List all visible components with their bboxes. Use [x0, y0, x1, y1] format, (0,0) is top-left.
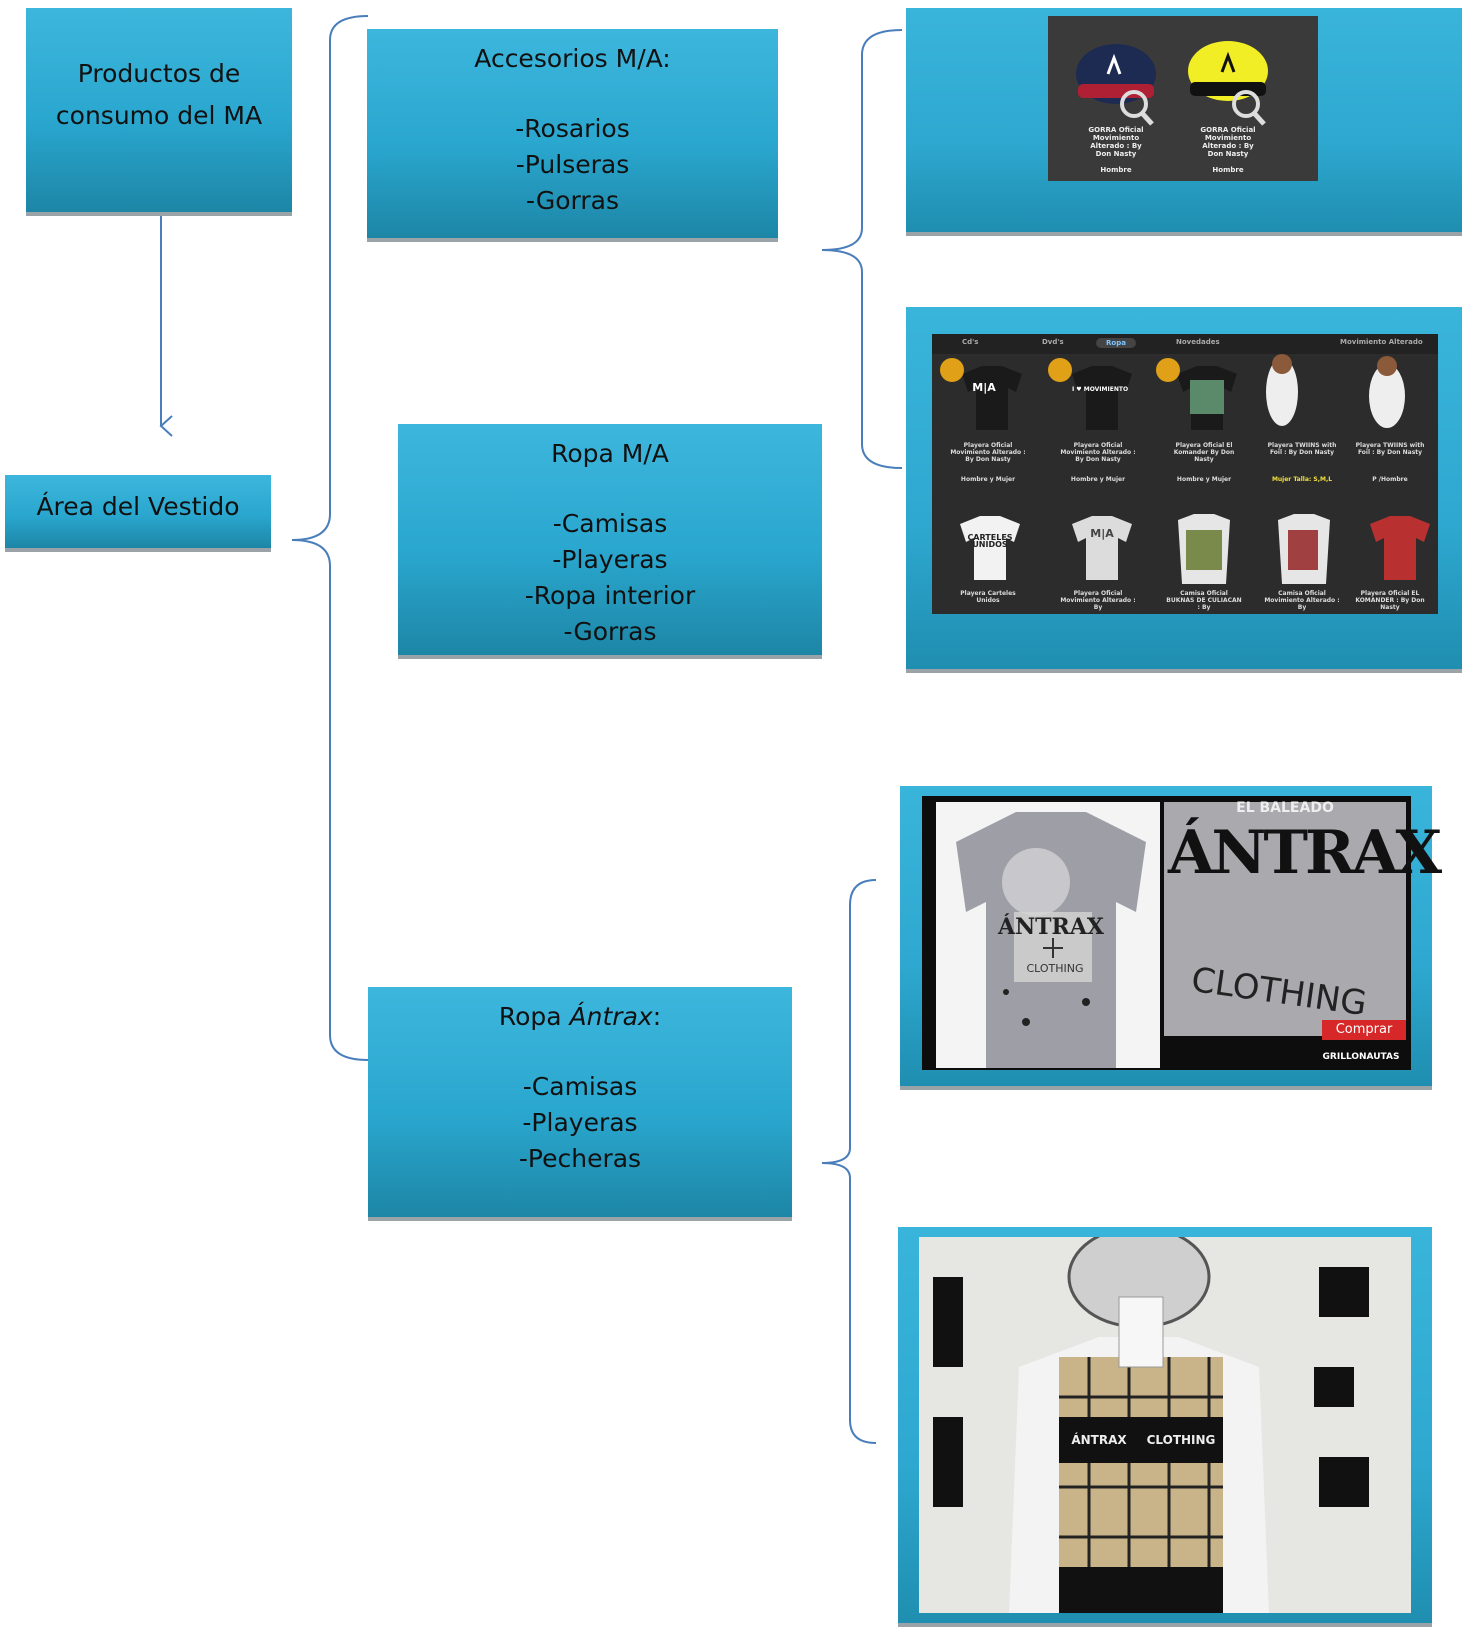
antrax-shirt-sub: CLOTHING: [1026, 962, 1084, 975]
ropa-ma-item: -Camisas: [552, 509, 668, 538]
ropa-ma-title: Ropa M/A: [551, 439, 669, 468]
shop-tab-active: Ropa: [1096, 338, 1136, 348]
shirt-sub: Hombre y Mujer: [960, 476, 1016, 483]
shirt-sub: P /Hombre: [1372, 476, 1408, 483]
bracket-main: [291, 15, 369, 1061]
antrax-shirt-zoom: EL BALEADO ÁNTRAX CLOTHING: [1164, 800, 1442, 1036]
shop-tabbar: Cd's Dvd's Ropa Novedades Movimiento Alt…: [932, 334, 1438, 354]
shirt-caption: Playera Oficial Movimiento Alterado : By…: [950, 442, 1026, 463]
antrax-zoom-header: EL BALEADO: [1236, 800, 1334, 816]
photo-frame-ropa-ma: Cd's Dvd's Ropa Novedades Movimiento Alt…: [906, 307, 1462, 673]
shirt-sub: Mujer Talla: S,M,L: [1271, 476, 1333, 483]
shop-tab: Cd's: [962, 338, 979, 346]
shop-tab: Movimiento Alterado: [1340, 338, 1423, 346]
cap-caption: GORRA Oficial Movimiento Alterado : By D…: [1200, 126, 1256, 158]
accesorios-item: -Gorras: [525, 186, 620, 215]
shirt-sub: Hombre y Mujer: [1176, 476, 1232, 483]
ropa-antrax-title: Ropa Ántrax:: [368, 999, 792, 1035]
bracket-antrax: [821, 879, 877, 1444]
shirt-caption: Playera Oficial El Komander By Don Nasty: [1173, 442, 1235, 463]
shop-tab: Dvd's: [1042, 338, 1064, 346]
ropa-antrax-item: -Playeras: [522, 1108, 638, 1137]
cap-footer: Hombre: [1212, 166, 1244, 174]
shirt-print: M|A: [972, 381, 996, 394]
vest-brand-right: CLOTHING: [1146, 1433, 1216, 1447]
shirt-print: M|A: [1090, 527, 1114, 540]
shirt-caption: Camisa Oficial BUKNAS DE CULIACAN : By: [1166, 590, 1242, 611]
box-accesorios: Accesorios M/A: -Rosarios -Pulseras -Gor…: [367, 29, 778, 242]
ropa-antrax-item: -Pecheras: [518, 1144, 642, 1173]
grillonautas-watermark: GRILLONAUTAS: [1322, 1052, 1400, 1062]
vest-brand-left: ÁNTRAX: [1071, 1433, 1127, 1447]
productos-line1: Productos de: [77, 59, 241, 88]
photo-frame-gorras: GORRA Oficial Movimiento Alterado : By D…: [906, 8, 1462, 236]
box-ropa-antrax: Ropa Ántrax: -Camisas -Playeras -Pechera…: [368, 987, 792, 1221]
shirt-caption: Playera Oficial Movimiento Alterado : By…: [1060, 442, 1136, 463]
shirt-caption: Playera Carteles Unidos: [960, 590, 1016, 604]
antrax-zoom-brand: ÁNTRAX: [1168, 818, 1442, 888]
shop-tab: Novedades: [1176, 338, 1220, 346]
accesorios-item: -Rosarios: [515, 114, 630, 143]
shirt-caption: Playera TWIINS with Foil : By Don Nasty: [1355, 442, 1425, 456]
shirt-caption: Playera Oficial EL KOMANDER : By Don Nas…: [1355, 590, 1425, 611]
photo-frame-antrax-vest: ÁNTRAX CLOTHING: [898, 1227, 1432, 1627]
antrax-shirt-brand: ÁNTRAX: [998, 914, 1104, 940]
accesorios-item: -Pulseras: [515, 150, 630, 179]
vest-drawing: [933, 1237, 1369, 1613]
box-area-vestido: Área del Vestido: [5, 475, 271, 552]
accesorios-title: Accesorios M/A:: [474, 44, 671, 73]
antrax-vest-image: ÁNTRAX CLOTHING: [919, 1237, 1411, 1613]
antrax-zoom-sub: CLOTHING: [1188, 959, 1370, 1025]
comprar-button[interactable]: Comprar: [1322, 1020, 1406, 1040]
antrax-shirt-left: ÁNTRAX CLOTHING: [936, 802, 1160, 1068]
caps-drawing: [1076, 41, 1268, 126]
shirt-print: CARTELES UNIDOS: [967, 533, 1013, 549]
bracket-accesorios: [821, 29, 903, 469]
cap-footer: Hombre: [1100, 166, 1132, 174]
shirt-caption: Camisa Oficial Movimiento Alterado : By: [1264, 590, 1340, 611]
shirts-drawing: [940, 354, 1430, 584]
ropa-ma-item: -Playeras: [552, 545, 668, 574]
ropa-ma-item: -Ropa interior: [524, 581, 696, 610]
ropa-antrax-item: -Camisas: [522, 1072, 638, 1101]
antrax-title-prefix: Ropa: [498, 1002, 570, 1031]
box-ropa-ma: Ropa M/A -Camisas -Playeras -Ropa interi…: [398, 424, 822, 659]
box-productos-consumo: Productos de consumo del MA: [26, 8, 292, 216]
ropa-ma-item: -Gorras: [563, 617, 657, 646]
gorras-image: GORRA Oficial Movimiento Alterado : By D…: [1048, 16, 1318, 181]
antrax-shirt-drawing: [956, 812, 1146, 1068]
shop-screenshot: Cd's Dvd's Ropa Novedades Movimiento Alt…: [932, 334, 1438, 614]
shirt-caption: Playera Oficial Movimiento Alterado : By: [1060, 590, 1136, 611]
shirt-sub: Hombre y Mujer: [1070, 476, 1126, 483]
shirt-print: I ♥ MOVIMIENTO: [1071, 386, 1129, 393]
productos-line2: consumo del MA: [55, 101, 263, 130]
antrax-shirt-image: ÁNTRAX CLOTHING EL BALEADO ÁNTRAX CLOTHI…: [922, 796, 1442, 1070]
area-label: Área del Vestido: [36, 492, 240, 521]
shirt-caption: Playera TWIINS with Foil : By Don Nasty: [1267, 442, 1337, 456]
antrax-title-italic: Ántrax: [569, 1002, 653, 1031]
photo-frame-antrax-shirt: ÁNTRAX CLOTHING EL BALEADO ÁNTRAX CLOTHI…: [900, 786, 1442, 1090]
antrax-title-suffix: :: [652, 1002, 662, 1031]
cap-caption: GORRA Oficial Movimiento Alterado : By D…: [1088, 126, 1144, 158]
